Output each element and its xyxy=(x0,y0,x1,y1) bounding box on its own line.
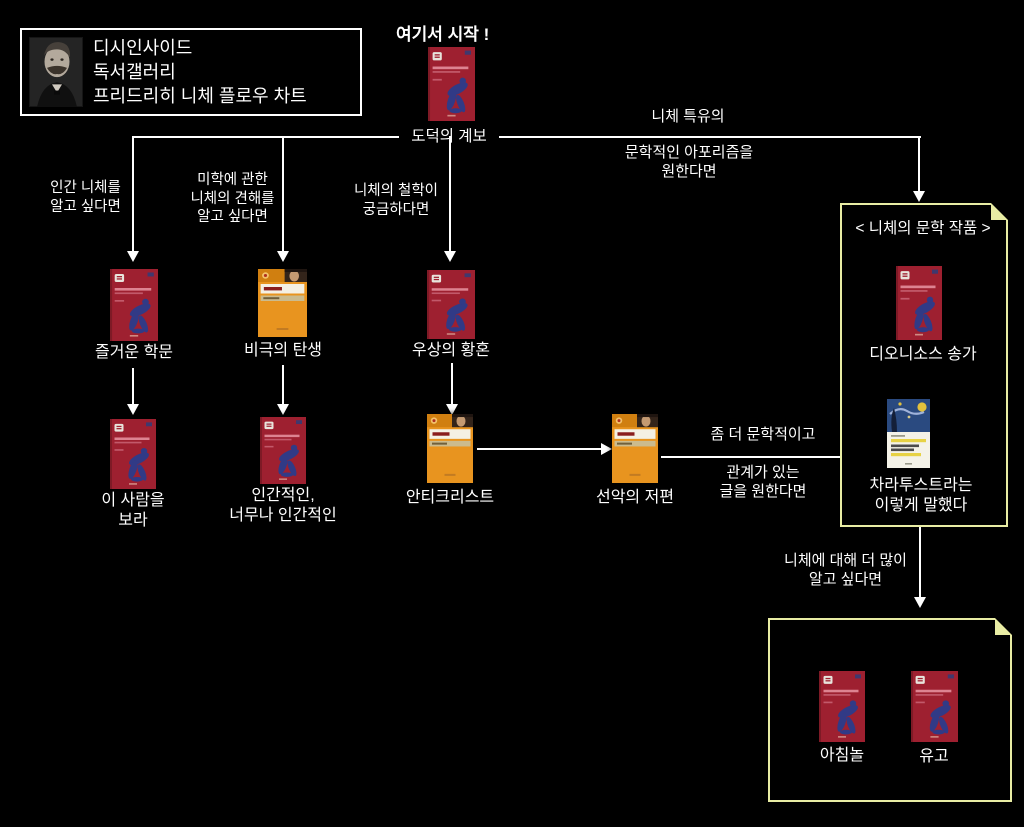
literary-works-box-title: < 니체의 문학 작품 > xyxy=(855,220,991,237)
title-line-3: 프리드리히 니체 플로우 차트 xyxy=(93,86,307,106)
connector-branch-aesthetics xyxy=(282,136,284,253)
arrowhead xyxy=(277,251,289,262)
book-cover-dawn xyxy=(819,671,865,742)
label-dawn: 아침놀 xyxy=(819,747,865,764)
connector-gay-science-ecce-homo xyxy=(132,368,134,404)
label-more-literary-top: 좀 더 문학적이고 xyxy=(710,426,816,443)
branch-label-literary-bottom: 문학적인 아포리즘을 원한다면 xyxy=(624,144,754,181)
label-posthumous-writings: 유고 xyxy=(919,748,949,765)
book-cover-beyond-good-and-evil xyxy=(612,414,658,483)
more-books-box xyxy=(768,618,1012,802)
connector-antichrist-beyond xyxy=(477,448,601,450)
connector-branch-human xyxy=(132,136,134,253)
book-cover-ecce-homo xyxy=(110,419,156,489)
title-card-text: 디시인사이드 독서갤러리 프리드리히 니체 플로우 차트 xyxy=(93,36,307,108)
literary-works-box xyxy=(840,203,1008,527)
label-zarathustra: 차라투스트라는 이렇게 말했다 xyxy=(869,477,973,514)
arrowhead xyxy=(277,404,289,415)
arrowhead xyxy=(913,191,925,202)
connector-trunk xyxy=(133,136,921,138)
branch-label-literary-top: 니체 특유의 xyxy=(651,108,725,125)
book-cover-posthumous-writings xyxy=(911,671,958,742)
book-cover-genealogy-of-morals xyxy=(428,47,475,121)
label-beyond-good-and-evil: 선악의 저편 xyxy=(595,489,675,506)
label-twilight-of-idols: 우상의 황혼 xyxy=(411,342,491,359)
branch-label-human: 인간 니체를 알고 싶다면 xyxy=(50,180,121,215)
book-cover-twilight-of-idols xyxy=(427,270,475,339)
label-more-literary-bottom: 관계가 있는 글을 원한다면 xyxy=(719,464,807,501)
label-antichrist: 안티크리스트 xyxy=(405,489,495,506)
book-cover-gay-science xyxy=(110,269,158,341)
book-cover-antichrist xyxy=(427,414,473,483)
connector-beyond-zarathustra xyxy=(661,456,876,458)
label-human-all-too-human: 인간적인, 너무나 인간적인 xyxy=(229,487,337,524)
connector-branch-philosophy xyxy=(449,136,451,253)
connector-twilight-antichrist xyxy=(451,363,453,404)
title-line-2: 독서갤러리 xyxy=(93,62,176,82)
label-birth-of-tragedy: 비극의 탄생 xyxy=(243,342,323,359)
arrowhead xyxy=(446,404,458,415)
connector-know-more xyxy=(919,527,921,597)
book-cover-human-all-too-human xyxy=(260,417,306,484)
connector-branch-literary xyxy=(918,136,920,191)
label-ecce-homo: 이 사람을 보라 xyxy=(101,492,165,529)
branch-label-philosophy: 니체의 철학이 궁금하다면 xyxy=(353,183,439,218)
branch-label-aesthetics: 미학에 관한 니체의 견해를 알고 싶다면 xyxy=(190,172,275,226)
arrowhead xyxy=(127,251,139,262)
start-here-label: 여기서 시작 ! xyxy=(396,25,490,44)
arrowhead xyxy=(914,597,926,608)
label-know-more: 니체에 대해 더 많이 알고 싶다면 xyxy=(784,552,907,589)
arrowhead xyxy=(444,251,456,262)
arrowhead xyxy=(127,404,139,415)
arrowhead xyxy=(601,443,612,455)
connector-tragedy-human xyxy=(282,365,284,404)
label-gay-science: 즐거운 학문 xyxy=(94,344,174,361)
book-cover-birth-of-tragedy xyxy=(258,269,307,337)
label-dionysian-dithyrambs: 디오니소스 송가 xyxy=(869,346,977,363)
title-card: 디시인사이드 독서갤러리 프리드리히 니체 플로우 차트 xyxy=(20,28,362,116)
folded-corner-icon xyxy=(995,618,1012,635)
book-cover-zarathustra xyxy=(887,399,930,468)
title-line-1: 디시인사이드 xyxy=(93,38,193,58)
folded-corner-icon xyxy=(991,203,1008,220)
nietzsche-portrait xyxy=(29,37,83,107)
book-cover-dionysian-dithyrambs xyxy=(896,266,942,340)
